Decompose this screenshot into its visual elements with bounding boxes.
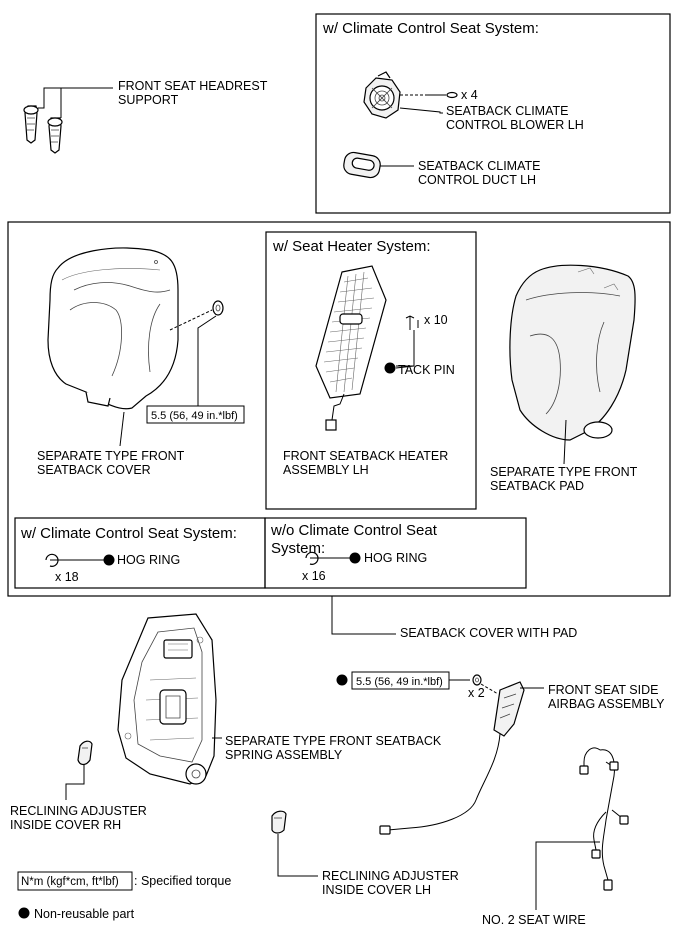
- spring-assembly-illustration: [117, 613, 217, 785]
- airbag-nut-icon: [472, 674, 482, 686]
- climate-blower-illustration: [363, 71, 401, 119]
- seat-wire-illustration: [579, 747, 629, 891]
- spring-assembly-label-line1: SEPARATE TYPE FRONT SEATBACK: [225, 734, 442, 748]
- blower-screw-quantity: x 4: [461, 88, 478, 102]
- legend-torque-unit: N*m (kgf*cm, ft*lbf): [21, 876, 119, 888]
- heater-assembly-illustration: [315, 265, 387, 431]
- airbag-nut-quantity: x 2: [468, 686, 485, 700]
- seatback-cover-illustration: [47, 247, 179, 410]
- legend-nonreusable-label: Non-reusable part: [34, 907, 135, 921]
- legend-torque-box: [17, 871, 133, 891]
- tack-pin-quantity: x 10: [424, 313, 448, 327]
- hog-ring-b-nonreusable-icon: [349, 552, 361, 564]
- seatback-cover-label-line1: SEPARATE TYPE FRONT: [37, 449, 185, 463]
- airbag-torque-nonreusable-icon: [336, 674, 348, 686]
- no-climate-control-group-box: [264, 517, 527, 589]
- tack-pin-icon: [405, 315, 419, 330]
- headrest-support-label-line2: SUPPORT: [118, 93, 179, 107]
- legend-nonreusable-icon: [18, 907, 30, 919]
- hog-ring-b-quantity: x 16: [302, 569, 326, 583]
- seat-heater-group-title: w/ Seat Heater System:: [272, 238, 431, 255]
- cover-nut-icon: [169, 300, 224, 331]
- heater-assembly-label-line2: ASSEMBLY LH: [283, 463, 369, 477]
- seatback-cover-label-line2: SEATBACK COVER: [37, 463, 151, 477]
- spring-assembly-label-line2: SPRING ASSEMBLY: [225, 748, 343, 762]
- climate-control-bottom-group-title: w/ Climate Control Seat System:: [20, 525, 237, 542]
- airbag-label-line1: FRONT SEAT SIDE: [548, 683, 658, 697]
- seat-heater-group-box: [265, 231, 477, 510]
- climate-control-top-group-title: w/ Climate Control Seat System:: [322, 20, 539, 37]
- recliner-cover-rh-illustration: [77, 740, 93, 766]
- cover-with-pad-label: SEATBACK COVER WITH PAD: [400, 626, 577, 640]
- headrest-support-label-line1: FRONT SEAT HEADREST: [118, 79, 268, 93]
- seatback-pad-label-line1: SEPARATE TYPE FRONT: [490, 465, 638, 479]
- seatback-pad-illustration: [509, 264, 636, 441]
- no-climate-control-group-title-line1: w/o Climate Control Seat: [270, 522, 438, 539]
- cover-torque-value: 5.5 (56, 49 in.*lbf): [151, 410, 238, 422]
- tack-pin-label: TACK PIN: [398, 363, 455, 377]
- heater-assembly-label-line1: FRONT SEATBACK HEATER: [283, 449, 448, 463]
- recliner-lh-label-line1: RECLINING ADJUSTER: [322, 869, 459, 883]
- duct-label-line2: CONTROL DUCT LH: [418, 173, 536, 187]
- hog-ring-a-nonreusable-icon: [103, 554, 115, 566]
- airbag-torque-value: 5.5 (56, 49 in.*lbf): [356, 676, 443, 688]
- hog-ring-a-label: HOG RING: [117, 553, 180, 567]
- seatback-pad-label-line2: SEATBACK PAD: [490, 479, 584, 493]
- airbag-assembly-illustration: [379, 681, 525, 835]
- airbag-label-line2: AIRBAG ASSEMBLY: [548, 697, 665, 711]
- blower-label-line1: SEATBACK CLIMATE: [446, 104, 568, 118]
- duct-label-line1: SEATBACK CLIMATE: [418, 159, 540, 173]
- blower-screw-icon: [400, 91, 458, 99]
- cover-torque-box: [146, 405, 245, 424]
- recliner-lh-label-line2: INSIDE COVER LH: [322, 883, 431, 897]
- seatback-cover-with-pad-group-box: [7, 221, 671, 597]
- hog-ring-b-label: HOG RING: [364, 551, 427, 565]
- seat-wire-label: NO. 2 SEAT WIRE: [482, 913, 586, 927]
- blower-label-line2: CONTROL BLOWER LH: [446, 118, 584, 132]
- recliner-cover-lh-illustration: [271, 810, 287, 834]
- headrest-support-illustration: [23, 87, 113, 154]
- climate-control-top-group-box: [315, 13, 671, 214]
- tack-pin-nonreusable-icon: [384, 362, 396, 374]
- legend-torque-desc: : Specified torque: [134, 874, 231, 888]
- recliner-rh-label-line2: INSIDE COVER RH: [10, 818, 121, 832]
- recliner-rh-label-line1: RECLINING ADJUSTER: [10, 804, 147, 818]
- climate-duct-illustration: [343, 151, 381, 179]
- hog-ring-a-quantity: x 18: [55, 570, 79, 584]
